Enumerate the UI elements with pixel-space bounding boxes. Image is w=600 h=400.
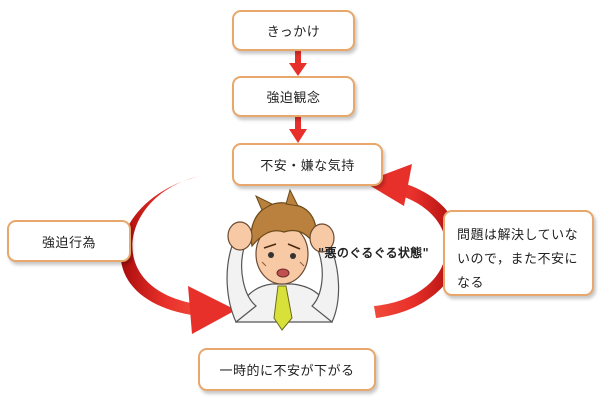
down-arrow-2 [289, 117, 307, 143]
trigger-box: きっかけ [232, 10, 355, 51]
anxiety-box: 不安・嫌な気持 [232, 143, 383, 186]
worried-man-illustration [226, 188, 340, 331]
down-arrow-1 [289, 51, 307, 76]
left-curved-arrow [120, 176, 236, 334]
right-curved-arrow [364, 164, 460, 318]
vicious-cycle-label: "悪のぐるぐる状態" [318, 246, 430, 260]
unresolved-box: 問題は解決していないので，また不安になる [443, 210, 594, 296]
relief-box: 一時的に不安が下がる [198, 348, 376, 391]
obsession-box: 強迫観念 [232, 76, 355, 117]
compulsion-box: 強迫行為 [7, 220, 131, 262]
